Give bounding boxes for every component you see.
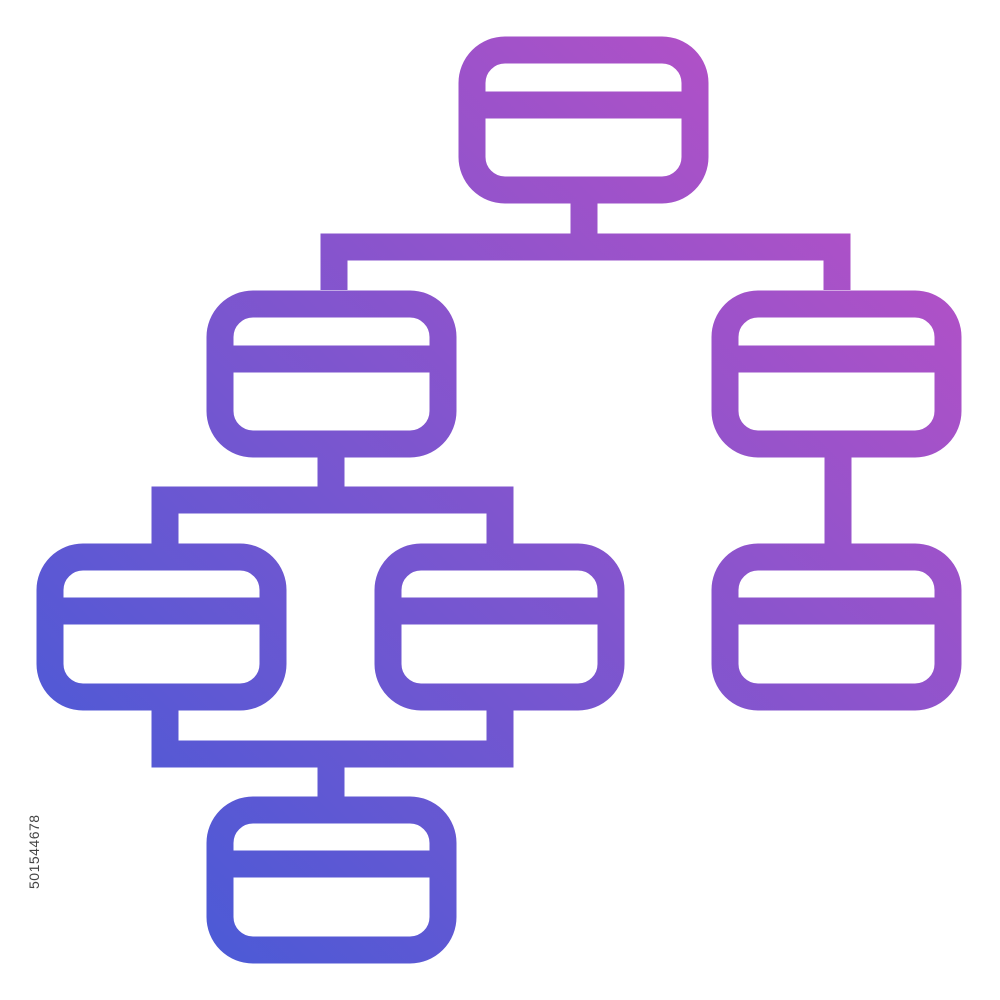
node-root [458, 36, 709, 204]
connector-grandchildren-to-bottom [151, 708, 514, 800]
node-right-child [711, 290, 962, 458]
connector-left-to-grandchildren [151, 455, 514, 545]
stock-id-label: 501544678 [26, 814, 42, 889]
node-merged-bottom [206, 796, 457, 964]
connector-root-to-children [320, 200, 851, 290]
node-left-right-grandchild [374, 543, 625, 711]
node-left-left-grandchild [36, 543, 287, 711]
node-right-grandchild [711, 543, 962, 711]
node-left-child [206, 290, 457, 458]
